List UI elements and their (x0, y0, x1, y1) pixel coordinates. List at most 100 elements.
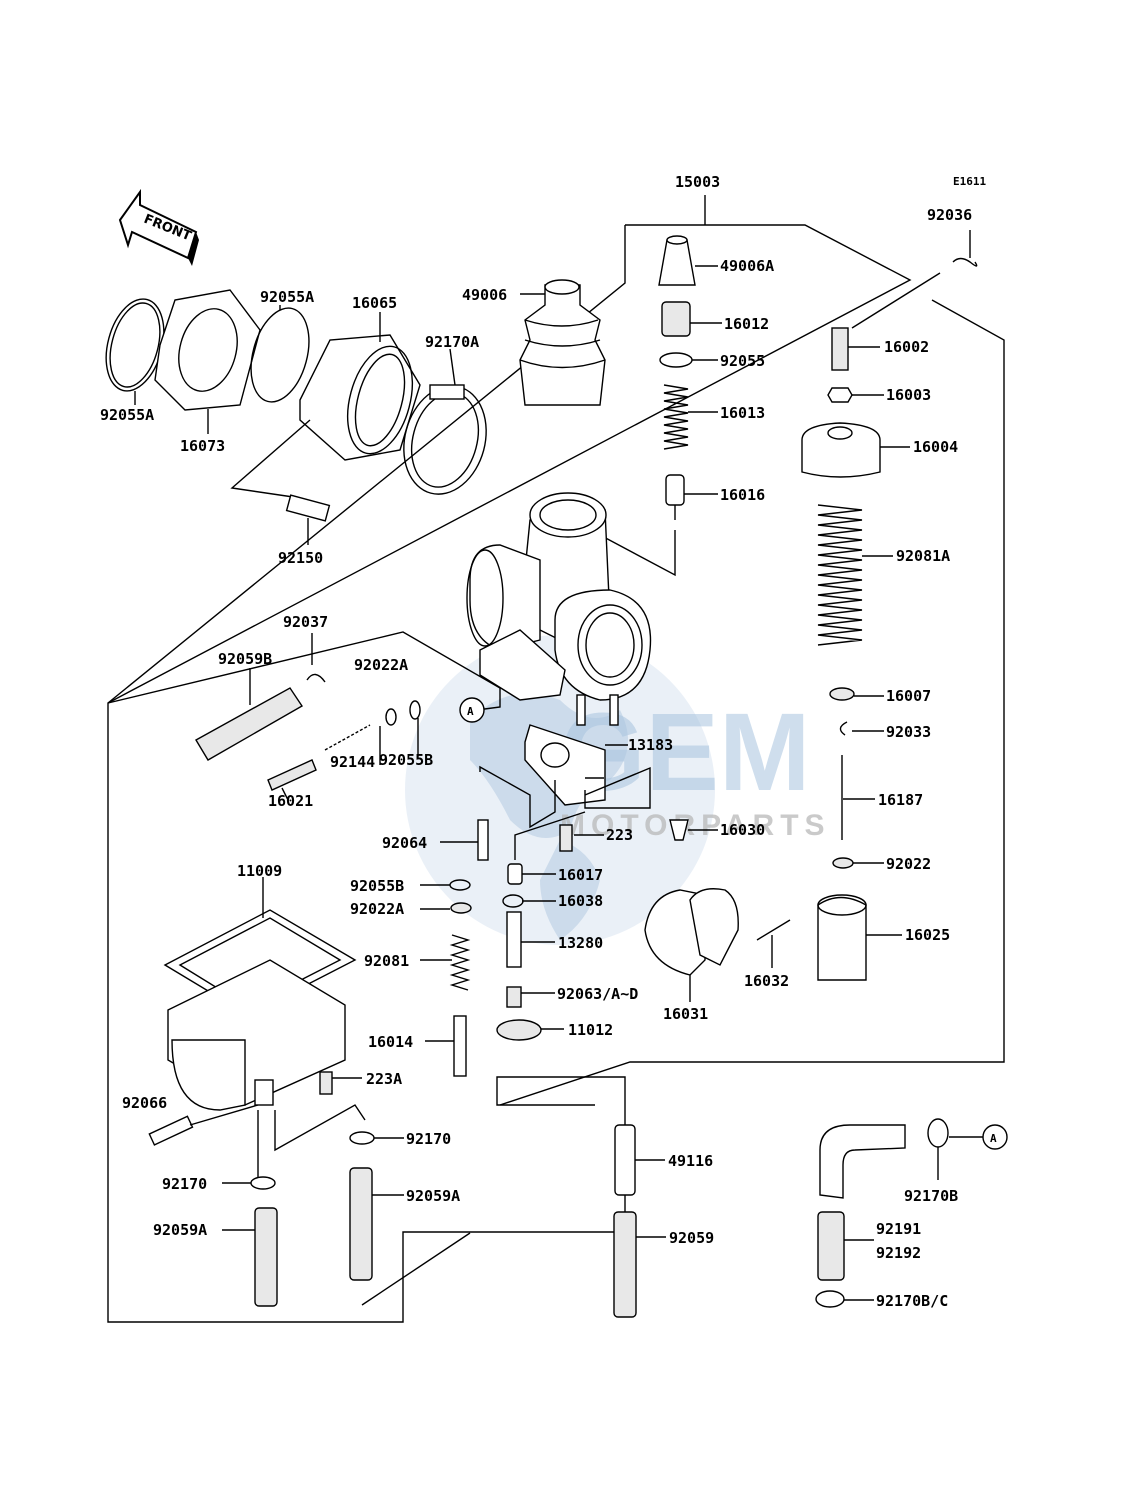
screw-16021 (267, 759, 317, 791)
label-92055a-top: 92055A (260, 288, 314, 306)
screw-92066 (148, 1115, 194, 1146)
label-16025: 16025 (905, 926, 950, 944)
label-11009: 11009 (237, 862, 282, 880)
hose-92059a-left (254, 1207, 278, 1307)
screw-16002 (831, 327, 849, 371)
label-92055a-left: 92055A (100, 406, 154, 424)
label-92022a: 92022A (350, 900, 404, 918)
label-92059b: 92059B (218, 650, 272, 668)
callout-a-body (459, 697, 485, 723)
label-16014: 16014 (368, 1033, 413, 1051)
label-16002: 16002 (884, 338, 929, 356)
front-arrow-icon: FRONT (118, 188, 199, 266)
adjuster-16012 (661, 301, 691, 337)
label-92033: 92033 (886, 723, 931, 741)
label-16065: 16065 (352, 294, 397, 312)
label-92037: 92037 (283, 613, 328, 631)
clamp-screw (429, 384, 465, 400)
cap-49006a (658, 239, 696, 286)
fitting-49116 (614, 1124, 636, 1196)
label-13183: 13183 (628, 736, 673, 754)
spring-92081 (449, 934, 471, 991)
label-49006a: 49006A (720, 257, 774, 275)
label-92191: 92191 (876, 1220, 921, 1238)
label-16030: 16030 (720, 821, 765, 839)
clip-92170-left (250, 1176, 276, 1190)
label-16007: 16007 (886, 687, 931, 705)
hose-92059 (613, 1211, 637, 1318)
o-ring-92055b-top (409, 700, 421, 720)
label-16032: 16032 (744, 972, 789, 990)
tube-92059b (195, 687, 303, 761)
valve-16030 (669, 819, 689, 841)
throttle-valve-16025 (817, 896, 867, 981)
spring-16013 (663, 384, 689, 450)
nut-16003 (827, 387, 853, 403)
washer-92022a-top (385, 708, 397, 726)
elbow-hose-92191 (819, 1124, 906, 1199)
holder-16065 (299, 334, 421, 461)
callout-a-text: A (467, 705, 474, 718)
label-16038: 16038 (558, 892, 603, 910)
clip-92033 (839, 721, 848, 736)
carburetor-body (466, 492, 652, 726)
label-92192: 92192 (876, 1244, 921, 1262)
label-92170bc: 92170B/C (876, 1292, 948, 1310)
jet-16017 (507, 863, 523, 885)
label-92150: 92150 (278, 549, 323, 567)
clip-92036 (952, 257, 978, 267)
washer-92022a (450, 902, 472, 914)
o-ring-16038 (502, 894, 524, 908)
cap-16004 (801, 422, 881, 478)
label-92059a-mid: 92059A (406, 1187, 460, 1205)
label-92170-left: 92170 (162, 1175, 207, 1193)
spring-92144 (324, 724, 371, 751)
hose-92059a-mid (349, 1167, 373, 1281)
clip-92170bc (815, 1290, 845, 1308)
diagram-code: E1611 (953, 175, 986, 188)
label-92059a-left: 92059A (153, 1221, 207, 1239)
gasket-16073 (154, 289, 261, 411)
label-11012: 11012 (568, 1021, 613, 1039)
o-ring-92055b (449, 879, 471, 891)
label-16016: 16016 (720, 486, 765, 504)
label-92170b: 92170B (904, 1187, 958, 1205)
assembly-border-inner (107, 225, 626, 704)
watermark-sub: MOTORPARTS (560, 809, 831, 842)
label-92036: 92036 (927, 206, 972, 224)
holder-16016 (665, 474, 685, 506)
o-ring-92055a-top (250, 307, 310, 403)
label-16017: 16017 (558, 866, 603, 884)
label-13280: 13280 (558, 934, 603, 952)
screw-223 (559, 824, 573, 852)
label-92022: 92022 (886, 855, 931, 873)
label-16031: 16031 (663, 1005, 708, 1023)
label-92055b: 92055B (350, 877, 404, 895)
label-92066: 92066 (122, 1094, 167, 1112)
label-15003: 15003 (675, 173, 720, 191)
label-49006: 49006 (462, 286, 507, 304)
label-16012: 16012 (724, 315, 769, 333)
label-92170: 92170 (406, 1130, 451, 1148)
clip-92037 (306, 673, 326, 683)
clip-92170b (927, 1118, 949, 1148)
label-92022a-top: 92022A (354, 656, 408, 674)
label-223: 223 (606, 826, 633, 844)
washer-16007 (829, 687, 855, 701)
part-labels: E1611 15003 92036 49006A 16012 92055 160… (100, 173, 986, 1310)
screw-223a (319, 1071, 333, 1095)
o-ring-92055 (659, 352, 693, 368)
label-223a: 223A (366, 1070, 402, 1088)
label-16187: 16187 (878, 791, 923, 809)
spring-92081a (817, 504, 863, 646)
needle-jet-13280 (506, 911, 522, 968)
gasket-13183 (524, 724, 606, 806)
label-16003: 16003 (886, 386, 931, 404)
label-92064: 92064 (382, 834, 427, 852)
float-valve-16014 (453, 1015, 467, 1077)
label-16073: 16073 (180, 437, 225, 455)
callout-a-tail-text: A (990, 1132, 997, 1145)
label-92055b-top: 92055B (379, 751, 433, 769)
